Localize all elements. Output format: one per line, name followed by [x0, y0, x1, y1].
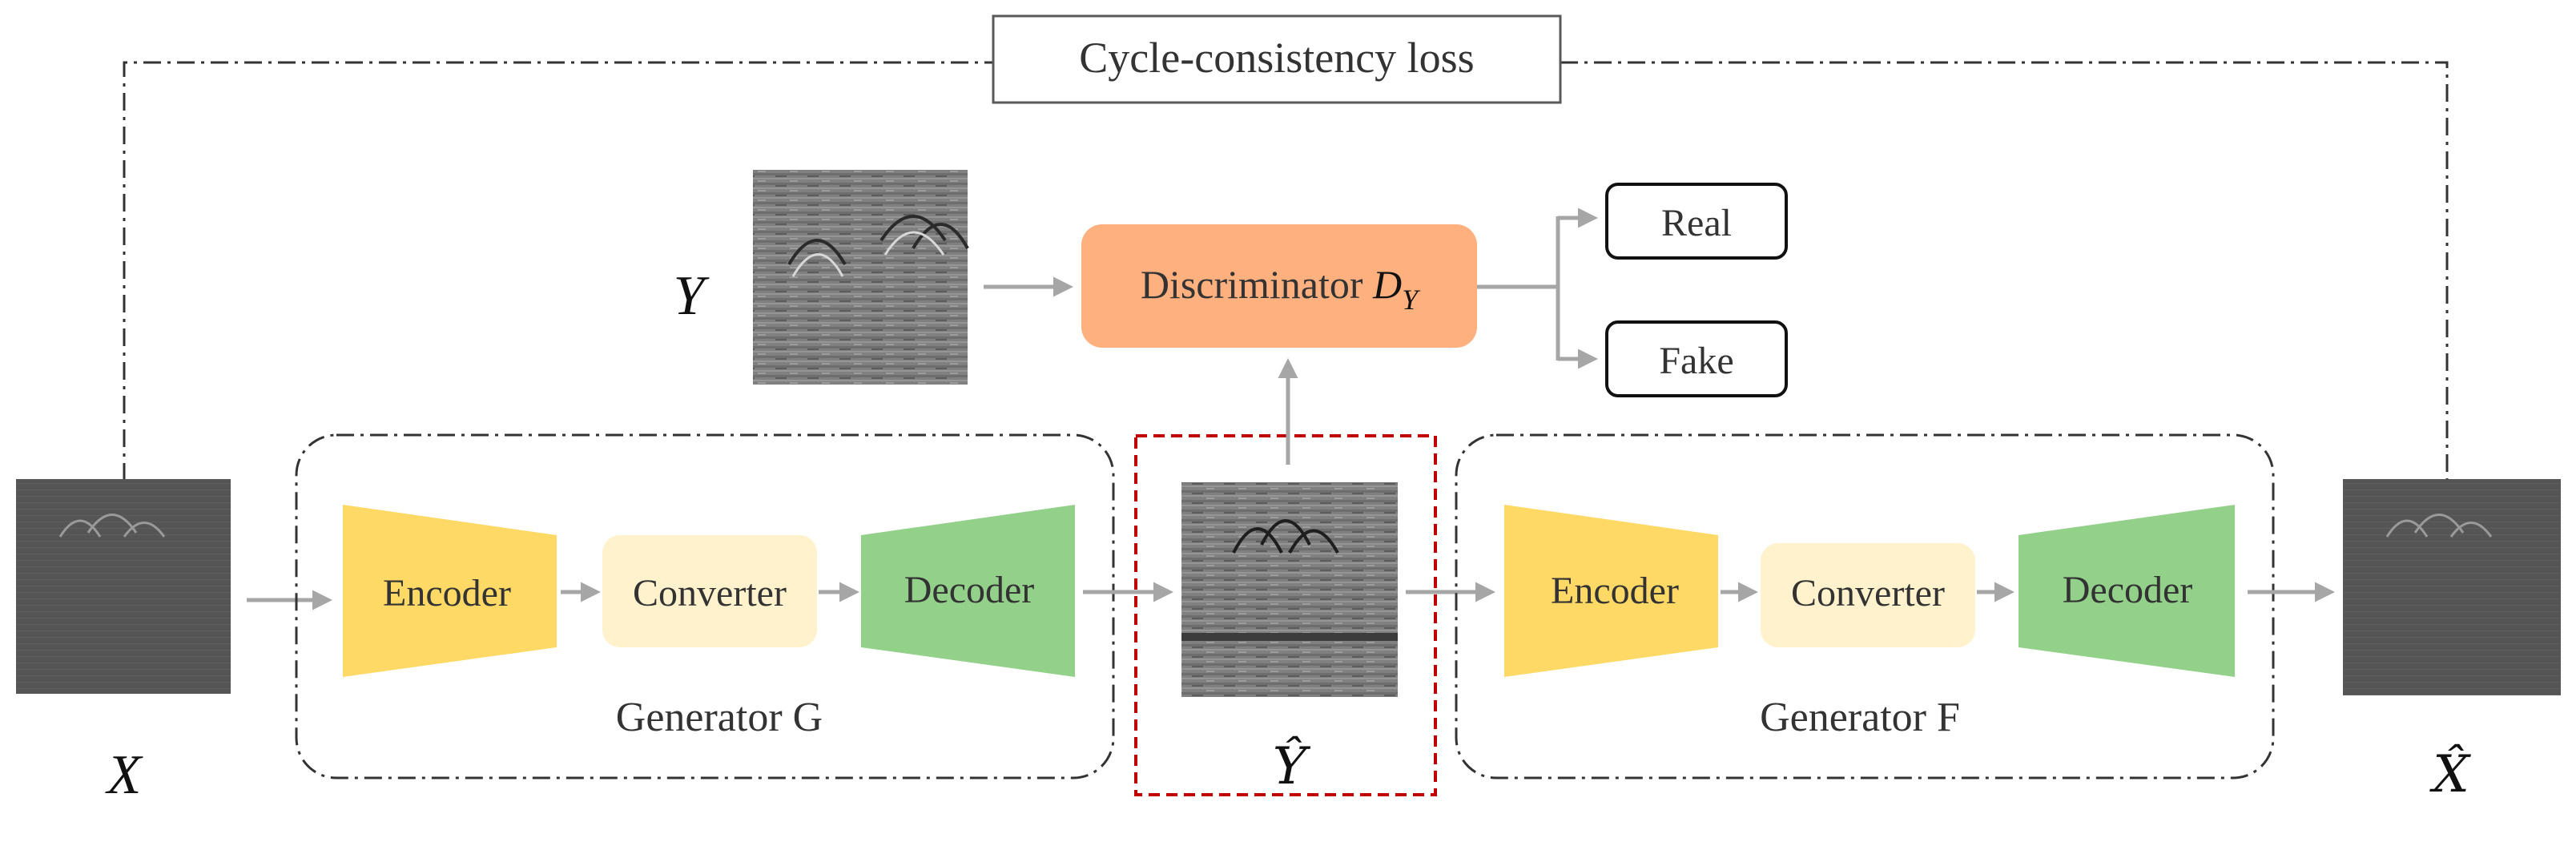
y-hat-symbol: Ŷ [1273, 735, 1311, 796]
y-hat-highlight-box [1134, 434, 1437, 796]
fake-output-label: Fake [1659, 340, 1733, 382]
generator-g-encoder-label: Encoder [383, 572, 511, 614]
generator-g-converter-label: Converter [633, 572, 787, 614]
real-output-label: Real [1661, 202, 1732, 244]
generator-f-encoder-label: Encoder [1551, 570, 1679, 612]
cycle-loss-box [992, 14, 1562, 104]
generator-g-group [295, 433, 1115, 780]
generator-g-converter-block [602, 535, 817, 647]
x-hat-symbol: X̂ [2429, 744, 2471, 804]
cycle-loss-label: Cycle-consistency loss [1079, 34, 1474, 82]
generator-g-decoder-label: Decoder [904, 569, 1035, 611]
arrow-discriminator-split [1477, 216, 1560, 361]
real-output-box [1605, 183, 1788, 260]
generator-f-decoder-label: Decoder [2063, 569, 2193, 611]
generator-f-converter-block [1761, 543, 1975, 647]
generator-g-label: Generator G [616, 695, 823, 740]
y-symbol: Y [674, 265, 710, 327]
generated-y-hat-image [1181, 482, 1398, 697]
input-x-image [16, 479, 231, 694]
generator-f-converter-label: Converter [1791, 572, 1945, 614]
x-symbol: X [105, 744, 144, 806]
generator-g-decoder-block [861, 505, 1075, 677]
fake-output-box [1605, 320, 1788, 397]
generator-f-label: Generator F [1760, 695, 1960, 740]
cycle-loss-path [123, 61, 2449, 481]
generator-f-decoder-block [2019, 505, 2235, 677]
generator-f-encoder-block [1504, 505, 1718, 677]
real-y-image [753, 170, 969, 385]
discriminator-label: Discriminator DY [1141, 262, 1421, 316]
generator-f-group [1455, 433, 2275, 780]
generator-g-encoder-block [343, 505, 557, 677]
discriminator-block [1081, 224, 1477, 348]
reconstructed-x-hat-image [2343, 479, 2561, 695]
